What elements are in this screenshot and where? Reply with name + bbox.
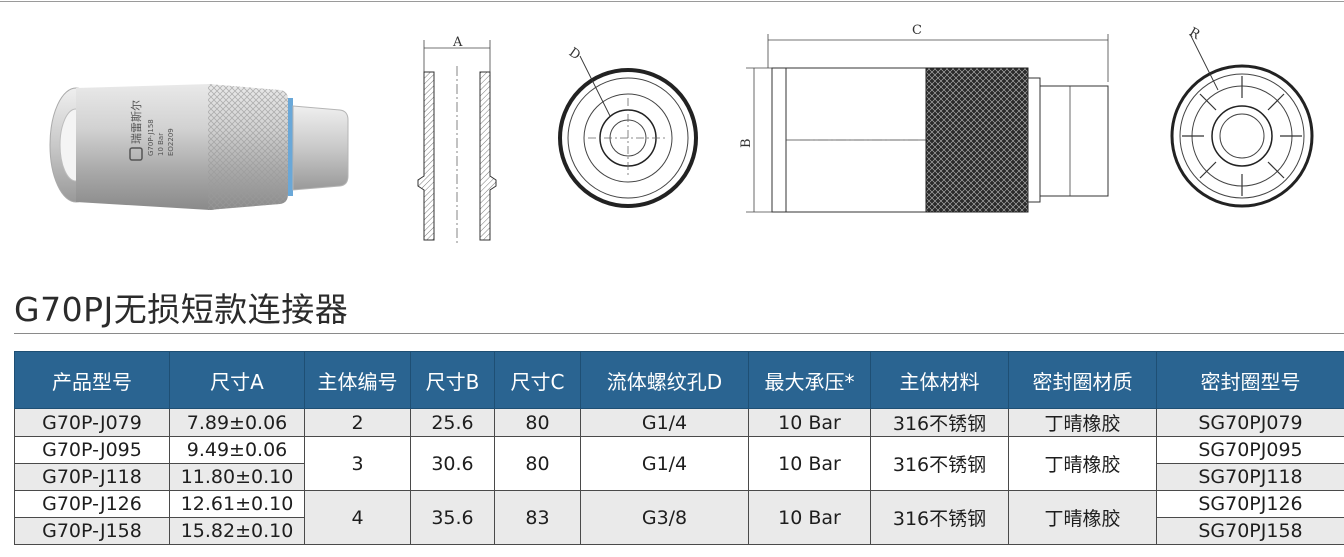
- cell-material: 316不锈钢: [870, 408, 1009, 437]
- table-row: G70P-J118 11.80±0.10 SG70PJ118: [14, 463, 1344, 491]
- cell-seal-model: SG70PJ126: [1156, 490, 1344, 518]
- cell-model: G70P-J079: [14, 408, 170, 437]
- top-rule: [0, 1, 1344, 2]
- page-title: G70PJ无损短款连接器: [14, 290, 349, 329]
- header-size-a: 尺寸A: [169, 351, 305, 409]
- header-model: 产品型号: [14, 351, 170, 409]
- seal-section-drawing: A: [417, 35, 497, 244]
- photo-pressure-text: 10 Bar: [157, 133, 165, 156]
- cell-seal-material: 丁晴橡胶: [1008, 408, 1157, 437]
- cell-size-a: 15.82±0.10: [169, 517, 305, 545]
- cell-model: G70P-J126: [14, 490, 170, 518]
- cell-size-c: 80: [494, 436, 581, 491]
- dim-c-label: C: [912, 23, 922, 38]
- cell-thread-d: G1/4: [580, 436, 749, 491]
- product-photo: 瑞雷斯尔 G70P-J158 10 Bar EO2209: [49, 84, 349, 210]
- rear-view-drawing: R: [1170, 25, 1314, 208]
- cell-size-b: 35.6: [410, 490, 495, 545]
- cell-material: 316不锈钢: [870, 490, 1009, 545]
- header-seal-material: 密封圈材质: [1008, 351, 1157, 409]
- cell-seal-material: 丁晴橡胶: [1008, 490, 1157, 545]
- cell-size-a: 7.89±0.06: [169, 408, 305, 437]
- photo-code-text: EO2209: [167, 128, 175, 156]
- header-body-no: 主体编号: [304, 351, 411, 409]
- table-row: G70P-J079 7.89±0.06 2 25.6 80 G1/4 10 Ba…: [14, 408, 1344, 437]
- cell-body-no: 3: [304, 436, 411, 491]
- cell-size-b: 30.6: [410, 436, 495, 491]
- side-view-drawing: C B: [740, 23, 1109, 213]
- header-seal-model: 密封圈型号: [1156, 351, 1344, 409]
- cell-body-no: 2: [304, 408, 411, 437]
- header-max-pressure: 最大承压*: [748, 351, 871, 409]
- cell-seal-model: SG70PJ158: [1156, 517, 1344, 545]
- dim-r-label: R: [1186, 25, 1203, 43]
- knurl-sleeve: [925, 67, 1029, 213]
- cell-max-pressure: 10 Bar: [748, 408, 871, 437]
- cell-seal-model: SG70PJ079: [1156, 408, 1344, 437]
- header-size-b: 尺寸B: [410, 351, 495, 409]
- cell-body-no: 4: [304, 490, 411, 545]
- photo-brand-logo: [129, 147, 143, 161]
- header-size-c: 尺寸C: [494, 351, 581, 409]
- cell-model: G70P-J095: [14, 436, 170, 464]
- table-row: G70P-J126 12.61±0.10 4 35.6 83 G3/8 10 B…: [14, 490, 1344, 545]
- cell-size-c: 83: [494, 490, 581, 545]
- front-view-drawing: D: [558, 45, 698, 208]
- cell-max-pressure: 10 Bar: [748, 436, 871, 491]
- cell-size-a: 11.80±0.10: [169, 463, 305, 491]
- cell-model: G70P-J118: [14, 463, 170, 491]
- header-material: 主体材料: [870, 351, 1009, 409]
- cell-seal-model: SG70PJ118: [1156, 463, 1344, 491]
- cell-thread-d: G1/4: [580, 408, 749, 437]
- cell-size-c: 80: [494, 408, 581, 437]
- cell-max-pressure: 10 Bar: [748, 490, 871, 545]
- cell-seal-material: 丁晴橡胶: [1008, 436, 1157, 491]
- cell-material: 316不锈钢: [870, 436, 1009, 491]
- table-row: G70P-J158 15.82±0.10 SG70PJ158: [14, 517, 1344, 545]
- header-thread-d: 流体螺纹孔D: [580, 351, 749, 409]
- table-header-row: 产品型号 尺寸A 主体编号 尺寸B 尺寸C 流体螺纹孔D 最大承压* 主体材料 …: [14, 351, 1344, 409]
- cell-size-b: 25.6: [410, 408, 495, 437]
- photo-model-text: G70P-J158: [147, 119, 155, 156]
- dim-d-label: D: [566, 45, 583, 63]
- cell-model: G70P-J158: [14, 517, 170, 545]
- cell-size-a: 12.61±0.10: [169, 490, 305, 518]
- photo-brand-text: 瑞雷斯尔: [129, 100, 143, 144]
- dim-b-label: B: [740, 138, 754, 148]
- cell-size-a: 9.49±0.06: [169, 436, 305, 464]
- dim-a-label: A: [452, 35, 463, 50]
- cell-seal-model: SG70PJ095: [1156, 436, 1344, 464]
- cell-thread-d: G3/8: [580, 490, 749, 545]
- photo-blue-ring: [288, 98, 293, 196]
- title-divider: [14, 333, 1344, 334]
- spec-table: 产品型号 尺寸A 主体编号 尺寸B 尺寸C 流体螺纹孔D 最大承压* 主体材料 …: [14, 351, 1344, 545]
- table-row: G70P-J095 9.49±0.06 3 30.6 80 G1/4 10 Ba…: [14, 436, 1344, 491]
- photo-main-body: [76, 84, 222, 210]
